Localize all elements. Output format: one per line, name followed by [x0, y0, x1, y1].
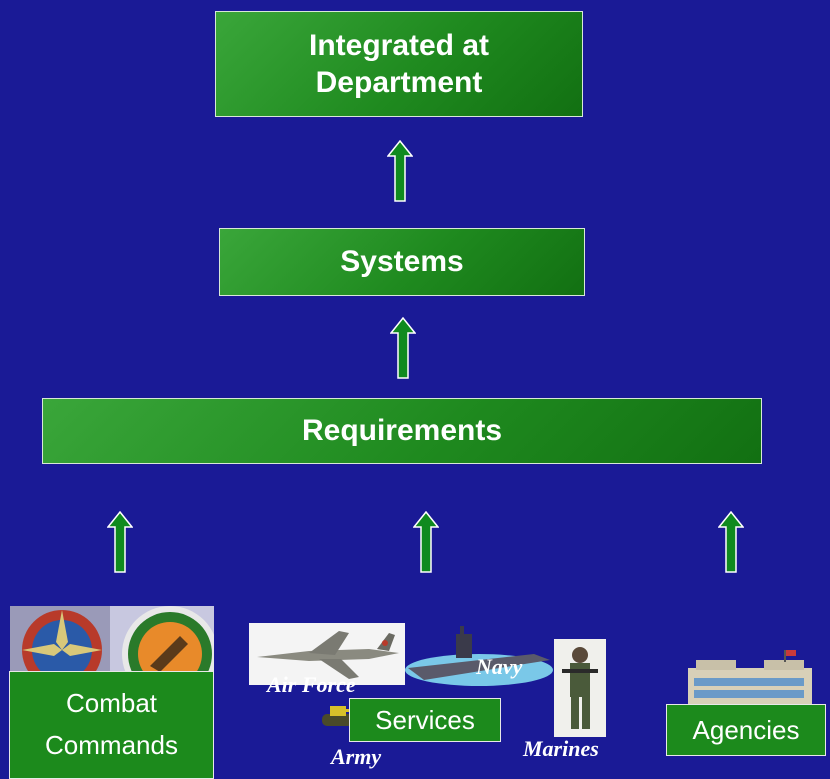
navy-label: Navy — [476, 654, 523, 679]
requirements-box: Requirements — [42, 398, 762, 464]
arrow-up-icon — [413, 511, 439, 573]
air-force-label: Air Force — [267, 672, 356, 697]
marine-soldier-image — [554, 639, 606, 737]
army-label: Army — [331, 744, 382, 769]
navy-ship-image — [405, 626, 553, 686]
services-label: Services — [375, 704, 475, 735]
services-box: Services — [349, 698, 501, 742]
systems-label: Systems — [340, 245, 464, 279]
commands-label: Commands — [45, 730, 178, 760]
combat-command-seals-image — [10, 606, 214, 676]
integrated-at-label: Integrated at — [308, 28, 490, 62]
air-force-jet-image — [249, 623, 405, 685]
systems-box: Systems — [219, 228, 585, 296]
department-label: Department — [315, 66, 483, 99]
arrow-up-icon — [718, 511, 744, 573]
arrow-up-icon — [390, 317, 416, 379]
agencies-box: Agencies — [666, 704, 826, 756]
requirements-label: Requirements — [301, 414, 503, 448]
combat-commands-box: Combat Commands — [9, 671, 214, 779]
agency-building-image — [688, 650, 812, 704]
arrow-up-icon — [387, 140, 413, 202]
integrated-at-department-box: Integrated at Department — [215, 11, 583, 117]
agencies-label: Agencies — [692, 714, 800, 745]
combat-label: Combat — [65, 688, 158, 719]
arrow-up-icon — [107, 511, 133, 573]
marines-label: Marines — [523, 736, 599, 761]
